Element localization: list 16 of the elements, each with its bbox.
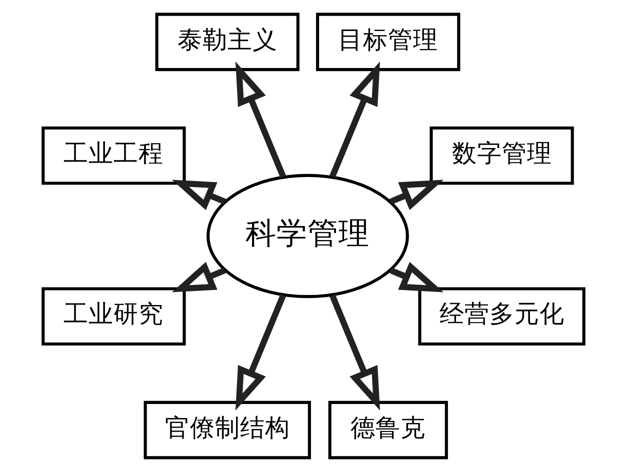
arrow xyxy=(389,180,444,210)
arrow xyxy=(235,294,286,411)
arrow xyxy=(235,62,286,178)
node-box: 泰勒主义 xyxy=(155,12,300,72)
arrow xyxy=(172,180,226,210)
arrow xyxy=(329,62,380,178)
node-box: 官僚制结构 xyxy=(144,400,311,460)
node-box: 工业工程 xyxy=(42,126,186,185)
node-box: 德鲁克 xyxy=(328,400,448,460)
node-box: 目标管理 xyxy=(316,12,460,72)
arrow xyxy=(172,262,226,292)
node-box: 数字管理 xyxy=(430,126,574,185)
arrow xyxy=(329,294,380,411)
node-box: 工业研究 xyxy=(42,287,186,346)
arrow xyxy=(389,262,444,292)
node-box: 经营多元化 xyxy=(418,287,586,346)
